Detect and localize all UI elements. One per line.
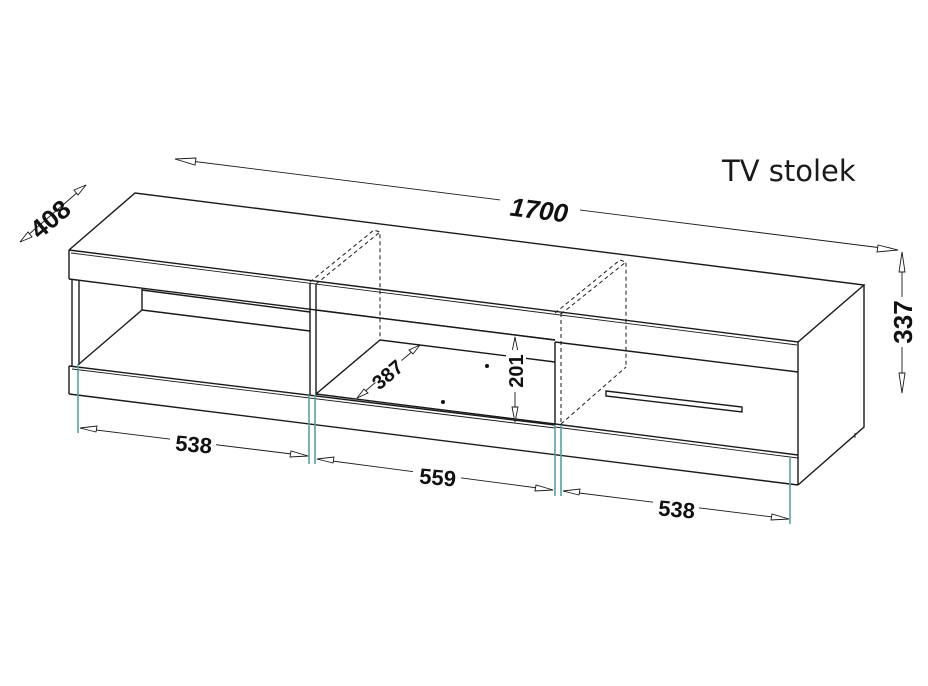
drawing-title: TV stolek: [721, 154, 856, 188]
dimension-middle-compartment-label: 559: [418, 463, 457, 491]
dimension-labels: 1700 408 337 538 559 538 387 201: [24, 190, 918, 524]
dimension-inner-height-label: 201: [506, 354, 528, 387]
dimension-width-label: 1700: [509, 192, 571, 229]
dimension-left-compartment-label: 538: [174, 430, 213, 458]
extension-lines: [77, 364, 791, 524]
dimension-right-compartment-label: 538: [657, 495, 696, 523]
hidden-divider-lines: [309, 229, 627, 425]
dimension-height-label: 337: [888, 300, 918, 343]
